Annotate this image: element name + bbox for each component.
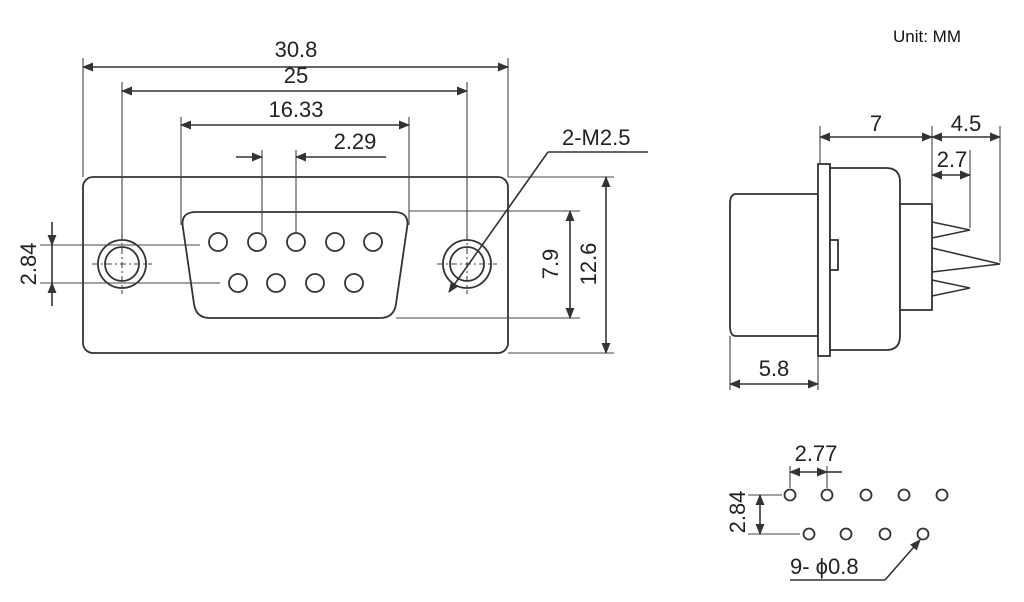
pin-layout: 2.77 2.84 9- ϕ0.8 [725,441,949,581]
dim-shell-width: 16.33 [268,97,323,122]
pin-2 [247,232,267,252]
label-pin-holes: 9- ϕ0.8 [790,554,859,579]
side-shell-front [729,193,819,337]
pcb-hole-2 [820,488,834,502]
dim-shell-height: 7.9 [538,249,563,280]
pin-7 [266,273,286,293]
dim-depth-pins: 4.5 [951,111,982,136]
label-mount-holes: 2-M2.5 [562,125,630,150]
pcb-hole-6 [802,527,816,541]
pin-3 [286,232,306,252]
dim-layout-pitch: 2.77 [795,441,838,466]
pin-4 [325,232,345,252]
unit-label: Unit: MM [893,27,961,46]
dim-overall-width: 30.8 [275,37,318,62]
side-body-rear [829,167,901,351]
side-pin-block [899,203,933,311]
pcb-hole-7 [839,527,853,541]
pcb-hole-9 [916,527,930,541]
side-pin-lower [931,279,971,297]
mount-hole-right [437,234,497,294]
front-view: 30.8 25 16.33 2.29 2.84 7.9 12.6 2-M2.5 [16,37,648,355]
pin-6 [228,273,248,293]
pcb-hole-3 [859,488,873,502]
dim-pin-length: 2.7 [937,147,968,172]
dim-hole-spacing: 25 [284,63,308,88]
pin-8 [305,273,325,293]
pcb-hole-5 [935,488,949,502]
d-shell-outline [181,211,409,319]
pcb-hole-8 [878,527,892,541]
pcb-hole-1 [783,488,797,502]
side-flange [817,163,831,357]
mount-hole-left [92,234,152,294]
pin-1 [208,232,228,252]
pin-5 [363,232,383,252]
dim-depth-front: 7 [870,111,882,136]
pin-9 [344,273,364,293]
dim-layout-row-spacing: 2.84 [725,491,750,534]
side-pin-middle [931,247,1001,273]
dim-overall-height: 12.6 [576,243,601,286]
dim-pin-pitch: 2.29 [334,129,377,154]
side-view: 7 4.5 2.7 5.8 [728,111,1002,390]
pcb-hole-4 [897,488,911,502]
side-pin-upper [931,221,971,239]
dim-flange-offset: 5.8 [759,356,790,381]
dim-hole-offset: 2.84 [16,243,41,286]
